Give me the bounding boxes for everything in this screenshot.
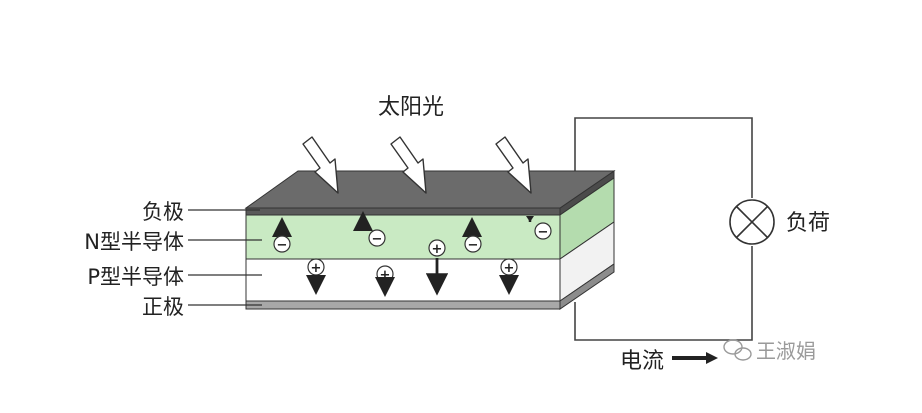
electron-marker: − xyxy=(272,217,292,253)
load-lamp-icon xyxy=(729,199,775,245)
current-label: 电流 xyxy=(620,349,664,374)
svg-text:+: + xyxy=(380,268,391,283)
circuit-wires xyxy=(574,117,753,341)
sunlight-label: 太阳光 xyxy=(378,95,444,120)
wechat-icon xyxy=(723,339,752,361)
label-leader-lines xyxy=(188,209,262,306)
hole-charges: + + + + xyxy=(306,239,519,297)
positive-electrode-front xyxy=(245,300,561,310)
svg-text:+: + xyxy=(504,261,515,276)
svg-text:−: − xyxy=(372,232,383,247)
electron-charges: − − − − xyxy=(272,211,552,253)
hole-marker: + xyxy=(499,258,519,295)
p-semiconductor-label: P型半导体 xyxy=(87,265,184,289)
load-label: 负荷 xyxy=(786,211,830,236)
positive-electrode-label: 正极 xyxy=(142,295,184,319)
svg-text:+: + xyxy=(311,261,322,276)
hole-marker: + xyxy=(375,265,395,297)
sunlight-arrows xyxy=(302,136,532,194)
hole-marker: + xyxy=(306,258,326,295)
n-semiconductor-label: N型半导体 xyxy=(84,230,184,254)
svg-text:−: − xyxy=(538,225,549,240)
watermark-text: 王淑娟 xyxy=(756,339,816,363)
svg-text:−: − xyxy=(468,238,479,253)
current-arrow-icon xyxy=(672,352,718,364)
negative-electrode-label: 负极 xyxy=(142,200,184,224)
electron-marker: − xyxy=(462,217,482,253)
cell-top-face xyxy=(244,170,616,209)
svg-text:−: − xyxy=(277,238,288,253)
svg-text:+: + xyxy=(432,242,443,257)
n-semiconductor-layer xyxy=(245,214,561,260)
negative-electrode-front xyxy=(245,207,561,216)
hole-marker: + xyxy=(425,239,449,296)
electron-marker: − xyxy=(353,211,386,247)
electron-marker: − xyxy=(526,216,552,240)
